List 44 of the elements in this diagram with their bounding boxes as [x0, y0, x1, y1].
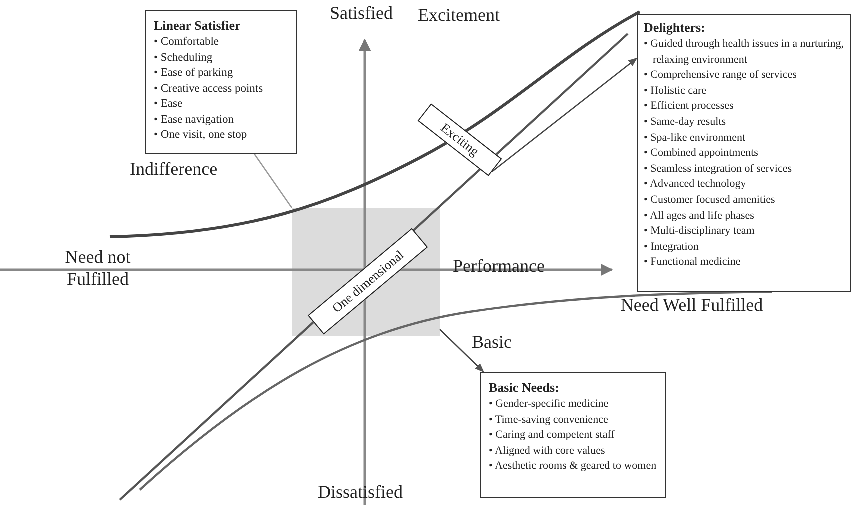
list-item: • Gender-specific medicine — [489, 397, 610, 412]
axis-label: Need Well Fulfilled — [620, 294, 764, 316]
box-heading: Delighters: — [644, 19, 706, 37]
list-item: • Guided through health issues in a nurturing, relaxing environment — [644, 37, 844, 68]
axis-label: Excitement — [418, 4, 500, 26]
list-item: • Integration — [644, 240, 700, 255]
list-item: • All ages and life phases — [644, 208, 756, 224]
text-box — [637, 14, 851, 292]
list-item: • Aesthetic rooms & geared to women — [489, 459, 657, 474]
list-item: • Multi-disciplinary team — [644, 224, 756, 240]
list-item: • Seamless integration of services — [644, 162, 794, 177]
list-item: • One visit, one stop — [154, 128, 248, 143]
list-item: • Efficient processes — [644, 99, 735, 114]
axis-label: Performance — [453, 255, 545, 277]
list-item: • Ease — [154, 97, 184, 112]
axis-label: Dissatisfied — [318, 481, 403, 503]
list-item: • Advanced technology — [644, 177, 748, 192]
box-heading: Linear Satisfier — [154, 17, 242, 35]
list-item: • Same-day results — [644, 114, 728, 130]
list-item: • Functional medicine — [644, 255, 742, 270]
list-item: • Creative access points — [154, 82, 264, 96]
text-box — [145, 10, 297, 154]
list-item: • Scheduling — [154, 50, 214, 66]
box-heading: Basic Needs: — [489, 379, 560, 397]
axis-label: Basic — [472, 331, 512, 353]
list-item: • Aligned with core values — [489, 444, 606, 458]
list-item: • Holistic care — [644, 84, 708, 99]
list-item: • Customer focused amenities — [644, 192, 776, 208]
axis-label: Satisfied — [330, 2, 393, 24]
list-item: • Spa-like environment — [644, 130, 747, 146]
arrow — [492, 58, 638, 173]
list-item: • Time-saving convenience — [489, 412, 610, 428]
list-item: • Ease navigation — [154, 112, 236, 128]
list-item: • Caring and competent staff — [489, 428, 616, 443]
axis-label: Need not Fulfilled — [64, 246, 132, 290]
leader-line — [254, 154, 293, 208]
list-item: • Ease of parking — [154, 66, 234, 81]
shaded-region — [292, 208, 440, 336]
axis-label: Indifference — [130, 158, 218, 180]
text-box — [480, 372, 666, 498]
list-item: • Combined appointments — [644, 146, 760, 162]
list-item: • Comfortable — [154, 35, 220, 50]
list-item: • Comprehensive range of services — [644, 68, 798, 84]
arrow — [440, 329, 484, 373]
